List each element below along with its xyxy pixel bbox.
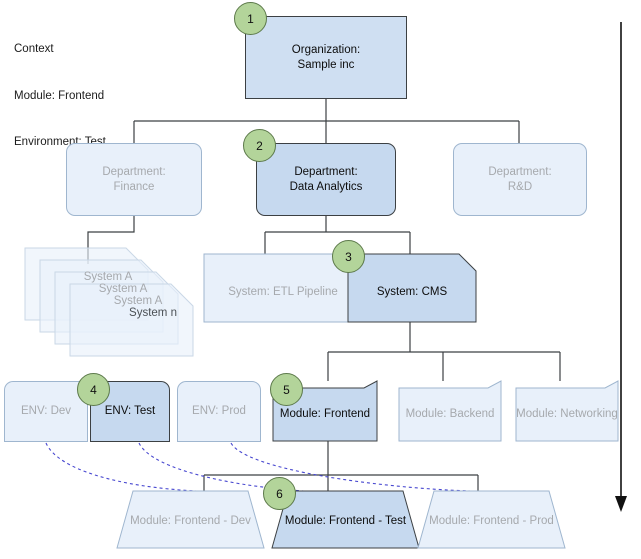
module-backend-shape [398,380,502,442]
flow-arrow-icon [615,22,627,512]
node-dept-finance[interactable]: Department: Finance [66,143,202,216]
node-env-prod-label: ENV: Prod [192,405,246,418]
node-organization-label: Organization: Sample inc [291,44,361,71]
module-frontend-dev-shape [116,490,265,549]
module-frontend-prod-shape [417,490,566,549]
node-env-prod[interactable]: ENV: Prod [177,381,261,442]
step-badge-1[interactable]: 1 [234,2,267,35]
context-line-1: Module: Frontend [14,89,105,102]
node-env-dev[interactable]: ENV: Dev [4,381,88,442]
context-caption: Context Module: Frontend Environment: Te… [14,11,106,182]
node-dept-rd[interactable]: Department: R&D [453,143,587,216]
edge-env-prod-to-frontend-prod [230,442,471,492]
system-cms-shape [347,253,477,323]
edge-env-test-to-frontend-test [138,442,321,493]
node-dept-rd-label: Department: R&D [488,166,552,193]
step-badge-4[interactable]: 4 [77,373,110,406]
module-networking-shape [515,380,619,442]
step-badge-3[interactable]: 3 [332,240,365,273]
node-env-dev-label: ENV: Dev [20,405,72,418]
system-stack-shape [24,247,194,357]
step-badge-5[interactable]: 5 [270,373,303,406]
step-badge-2[interactable]: 2 [243,129,276,162]
step-badge-6[interactable]: 6 [263,477,296,510]
node-organization[interactable]: Organization: Sample inc [245,16,407,99]
context-line-0: Context [14,43,54,55]
node-dept-data-analytics[interactable]: Department: Data Analytics [256,143,396,216]
node-dept-data-analytics-label: Department: Data Analytics [289,166,363,193]
node-dept-finance-label: Department: Finance [102,166,166,193]
edge-env-dev-to-frontend-dev [45,442,197,492]
node-env-test-label: ENV: Test [104,405,156,418]
